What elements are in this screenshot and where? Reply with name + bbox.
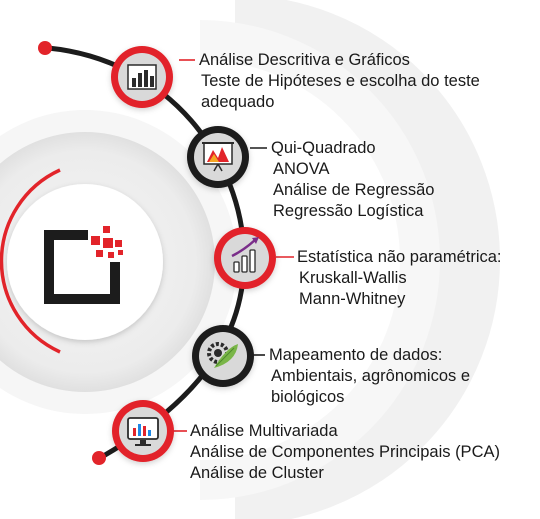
node-parametric [187, 126, 249, 188]
item-title: Análise Descritiva e Gráficos [199, 51, 410, 69]
item-line: Regressão Logística [273, 202, 424, 220]
monitor-chart-icon [127, 417, 159, 446]
item-title: Estatística não paramétrica: [297, 248, 502, 266]
item-line: ANOVA [273, 160, 330, 178]
item-line: Ambientais, agrônomicos e [271, 367, 471, 385]
item-line: Teste de Hipóteses e escolha do teste [201, 72, 480, 90]
node-multivariate [112, 400, 174, 462]
item-line: Kruskall-Wallis [299, 269, 407, 287]
growth-chart-icon [231, 237, 259, 273]
item-title: Análise Multivariada [190, 422, 338, 440]
item-descriptive-text: Análise Descritiva e Gráficos Teste de H… [199, 50, 480, 113]
timeline-start-dot [38, 41, 52, 55]
node-nonparametric [214, 227, 276, 289]
bar-chart-icon [127, 64, 157, 90]
item-line: Análise de Componentes Principais (PCA) [190, 443, 500, 461]
node-mapping [192, 325, 254, 387]
item-line: biológicos [271, 388, 345, 406]
timeline-end-dot [92, 451, 106, 465]
item-line: Análise de Regressão [273, 181, 435, 199]
item-nonparametric-text: Estatística não paramétrica: Kruskall-Wa… [297, 247, 502, 310]
item-title: Qui-Quadrado [271, 139, 376, 157]
background-arcs [199, 0, 500, 519]
gear-leaf-icon [207, 342, 238, 368]
item-line: Análise de Cluster [190, 464, 324, 482]
item-line: adequado [201, 93, 275, 111]
item-line: Mann-Whitney [299, 290, 406, 308]
node-descriptive [111, 46, 173, 108]
presentation-chart-icon [202, 142, 234, 172]
item-mapping-text: Mapeamento de dados: Ambientais, agrônom… [269, 345, 470, 408]
item-parametric-text: Qui-Quadrado ANOVA Análise de Regressão … [271, 138, 434, 222]
item-multivariate-text: Análise Multivariada Análise de Componen… [190, 421, 500, 484]
pixel-frame-logo [44, 226, 123, 304]
item-title: Mapeamento de dados: [269, 346, 443, 364]
